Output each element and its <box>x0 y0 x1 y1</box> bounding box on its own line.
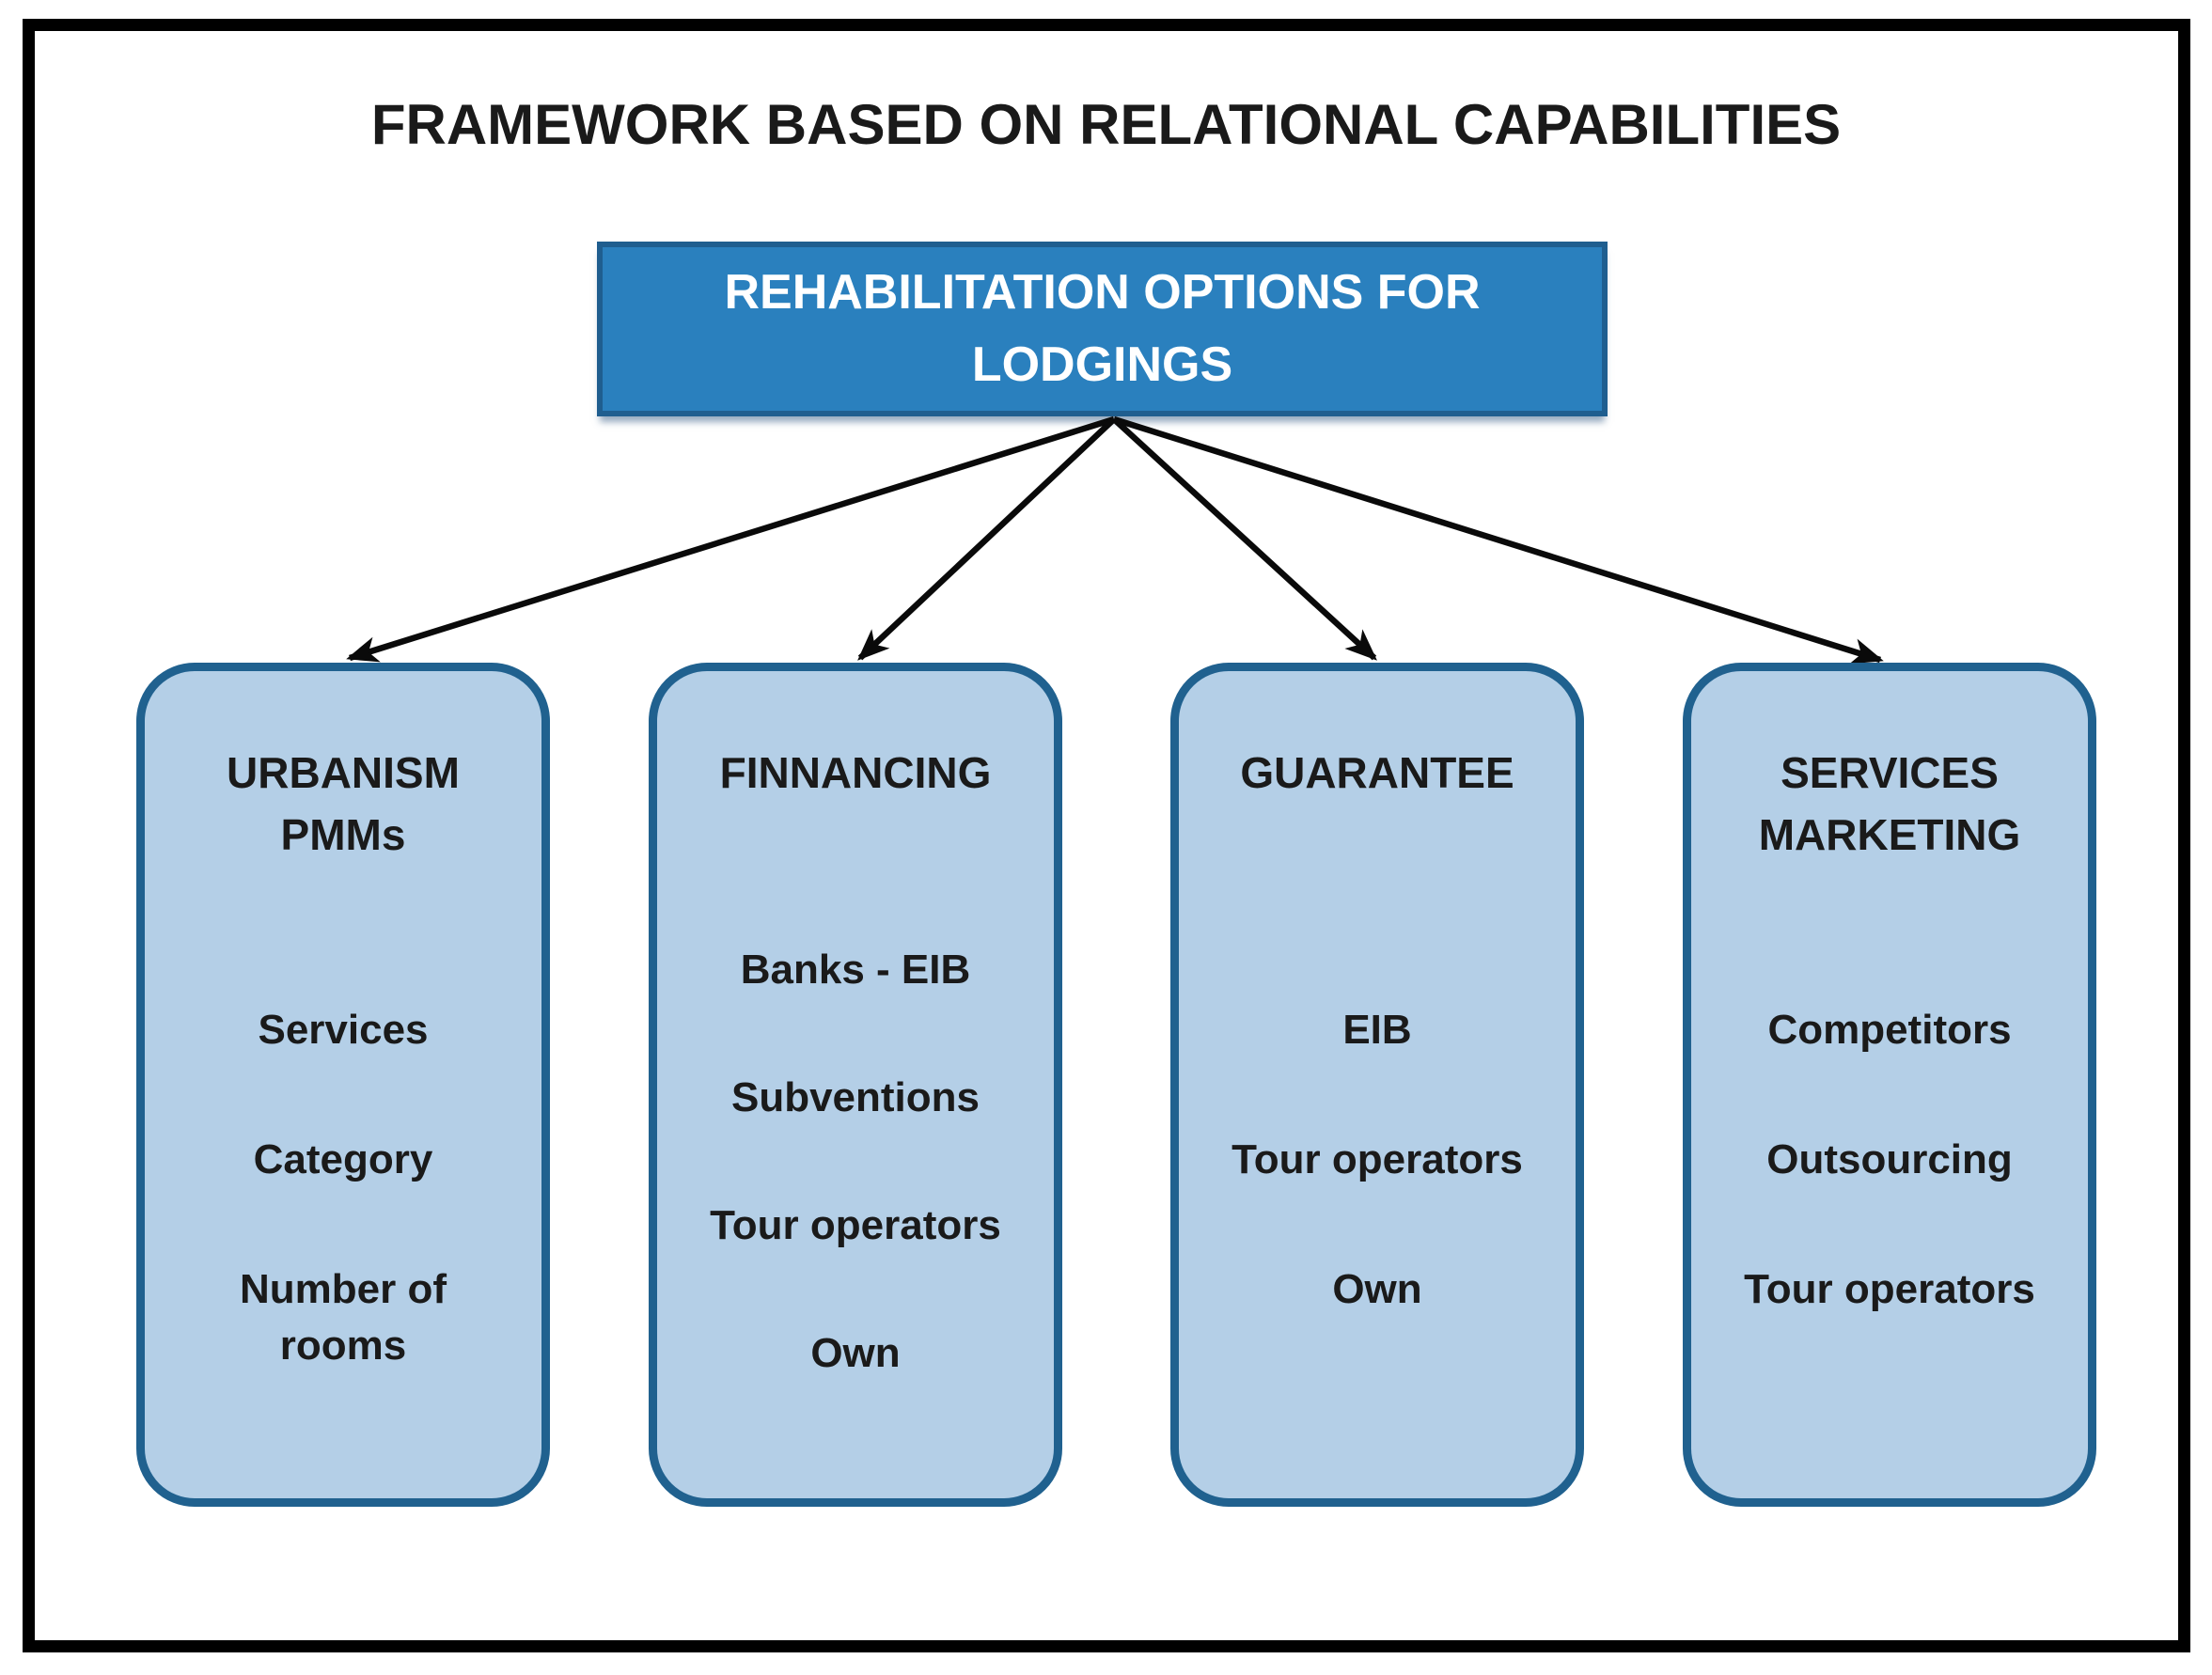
arrow-to-services-marketing <box>1113 415 1884 665</box>
list-item: Tour operators <box>1232 1136 1523 1182</box>
list-item: Tour operators <box>710 1202 1001 1248</box>
list-item: Number of rooms <box>240 1266 447 1369</box>
node-services-marketing-heading: SERVICES MARKETING <box>1758 748 2021 859</box>
list-item: Category <box>253 1136 433 1182</box>
list-item: Subventions <box>730 1074 980 1120</box>
arrow-to-guarantee <box>1111 416 1377 661</box>
node-finnancing-heading: FINNANCING <box>719 748 992 797</box>
node-finnancing[interactable]: FINNANCING Banks - EIB Subventions Tour … <box>649 663 1062 1507</box>
node-guarantee[interactable]: GUARANTEE EIB Tour operators Own <box>1170 663 1584 1507</box>
arrow-to-finnancing <box>857 416 1117 661</box>
list-item: Competitors <box>1767 1007 2012 1053</box>
outer-frame <box>23 19 2190 1652</box>
node-urbanism-heading: URBANISM PMMs <box>227 748 460 859</box>
list-item: Banks - EIB <box>740 947 971 993</box>
list-item: Outsourcing <box>1766 1136 2013 1182</box>
node-urbanism[interactable]: URBANISM PMMs Services Category Number o… <box>136 663 550 1507</box>
list-item: EIB <box>1342 1007 1412 1053</box>
list-item: Tour operators <box>1744 1266 2035 1312</box>
node-rehabilitation-options[interactable]: REHABILITATION OPTIONS FOR LODGINGS <box>597 242 1608 416</box>
list-item: Services <box>258 1007 429 1053</box>
root-node-label: REHABILITATION OPTIONS FOR LODGINGS <box>724 265 1481 392</box>
list-item: Own <box>810 1330 901 1376</box>
diagram-title: FRAMEWORK BASED ON RELATIONAL CAPABILITI… <box>370 93 1842 156</box>
list-item: Own <box>1332 1266 1422 1312</box>
arrow-to-urbanism <box>346 415 1115 663</box>
node-guarantee-heading: GUARANTEE <box>1240 748 1514 797</box>
node-services-marketing[interactable]: SERVICES MARKETING Competitors Outsourci… <box>1683 663 2096 1507</box>
